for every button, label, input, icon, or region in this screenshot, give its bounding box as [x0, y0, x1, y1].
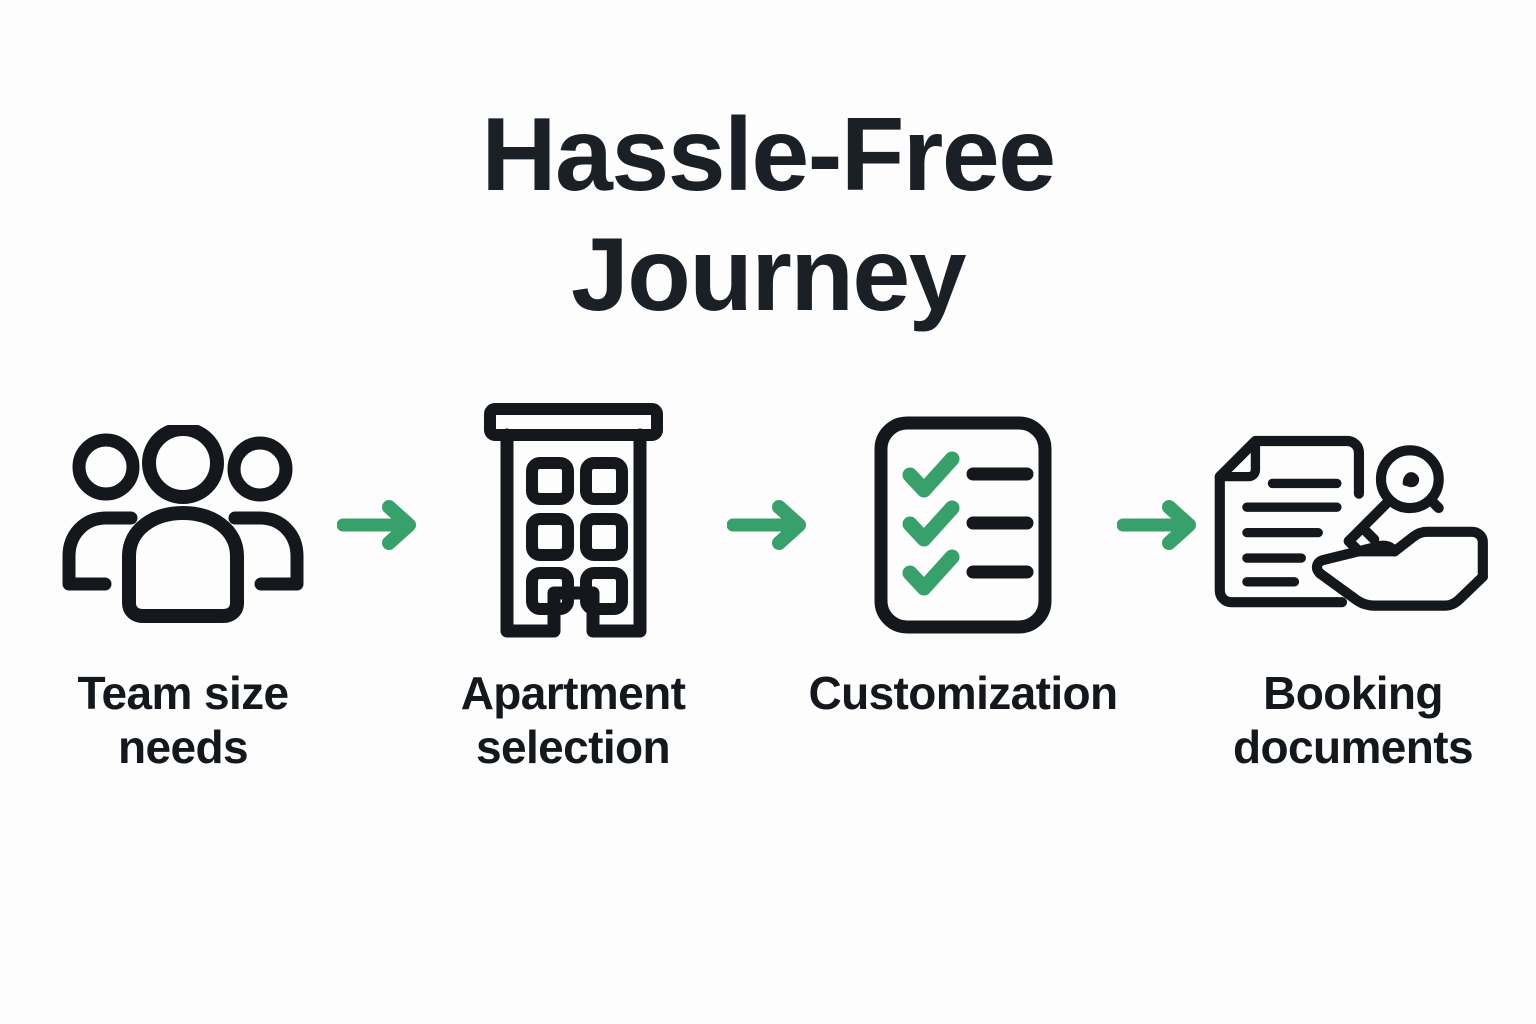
checklist-icon — [823, 400, 1103, 650]
arrow-right-icon — [1103, 400, 1213, 650]
step-label: Team size needs — [77, 667, 289, 774]
arrow-right-icon — [713, 400, 823, 650]
step-label: Booking documents — [1233, 667, 1474, 774]
apartment-building-icon — [433, 400, 713, 650]
step-customization: Customization — [808, 400, 1118, 720]
page-title: Hassle-Free Journey — [481, 97, 1056, 333]
step-team-size-needs: Team size needs — [43, 400, 323, 775]
step-label: Customization — [808, 667, 1118, 719]
document-key-handover-icon — [1213, 400, 1493, 650]
step-apartment-selection: Apartment selection — [433, 400, 713, 775]
people-group-icon — [43, 400, 323, 650]
step-booking-documents: Booking documents — [1213, 400, 1493, 775]
process-flow: Team size needs — [0, 400, 1536, 775]
arrow-right-icon — [323, 400, 433, 650]
step-label: Apartment selection — [460, 667, 686, 774]
